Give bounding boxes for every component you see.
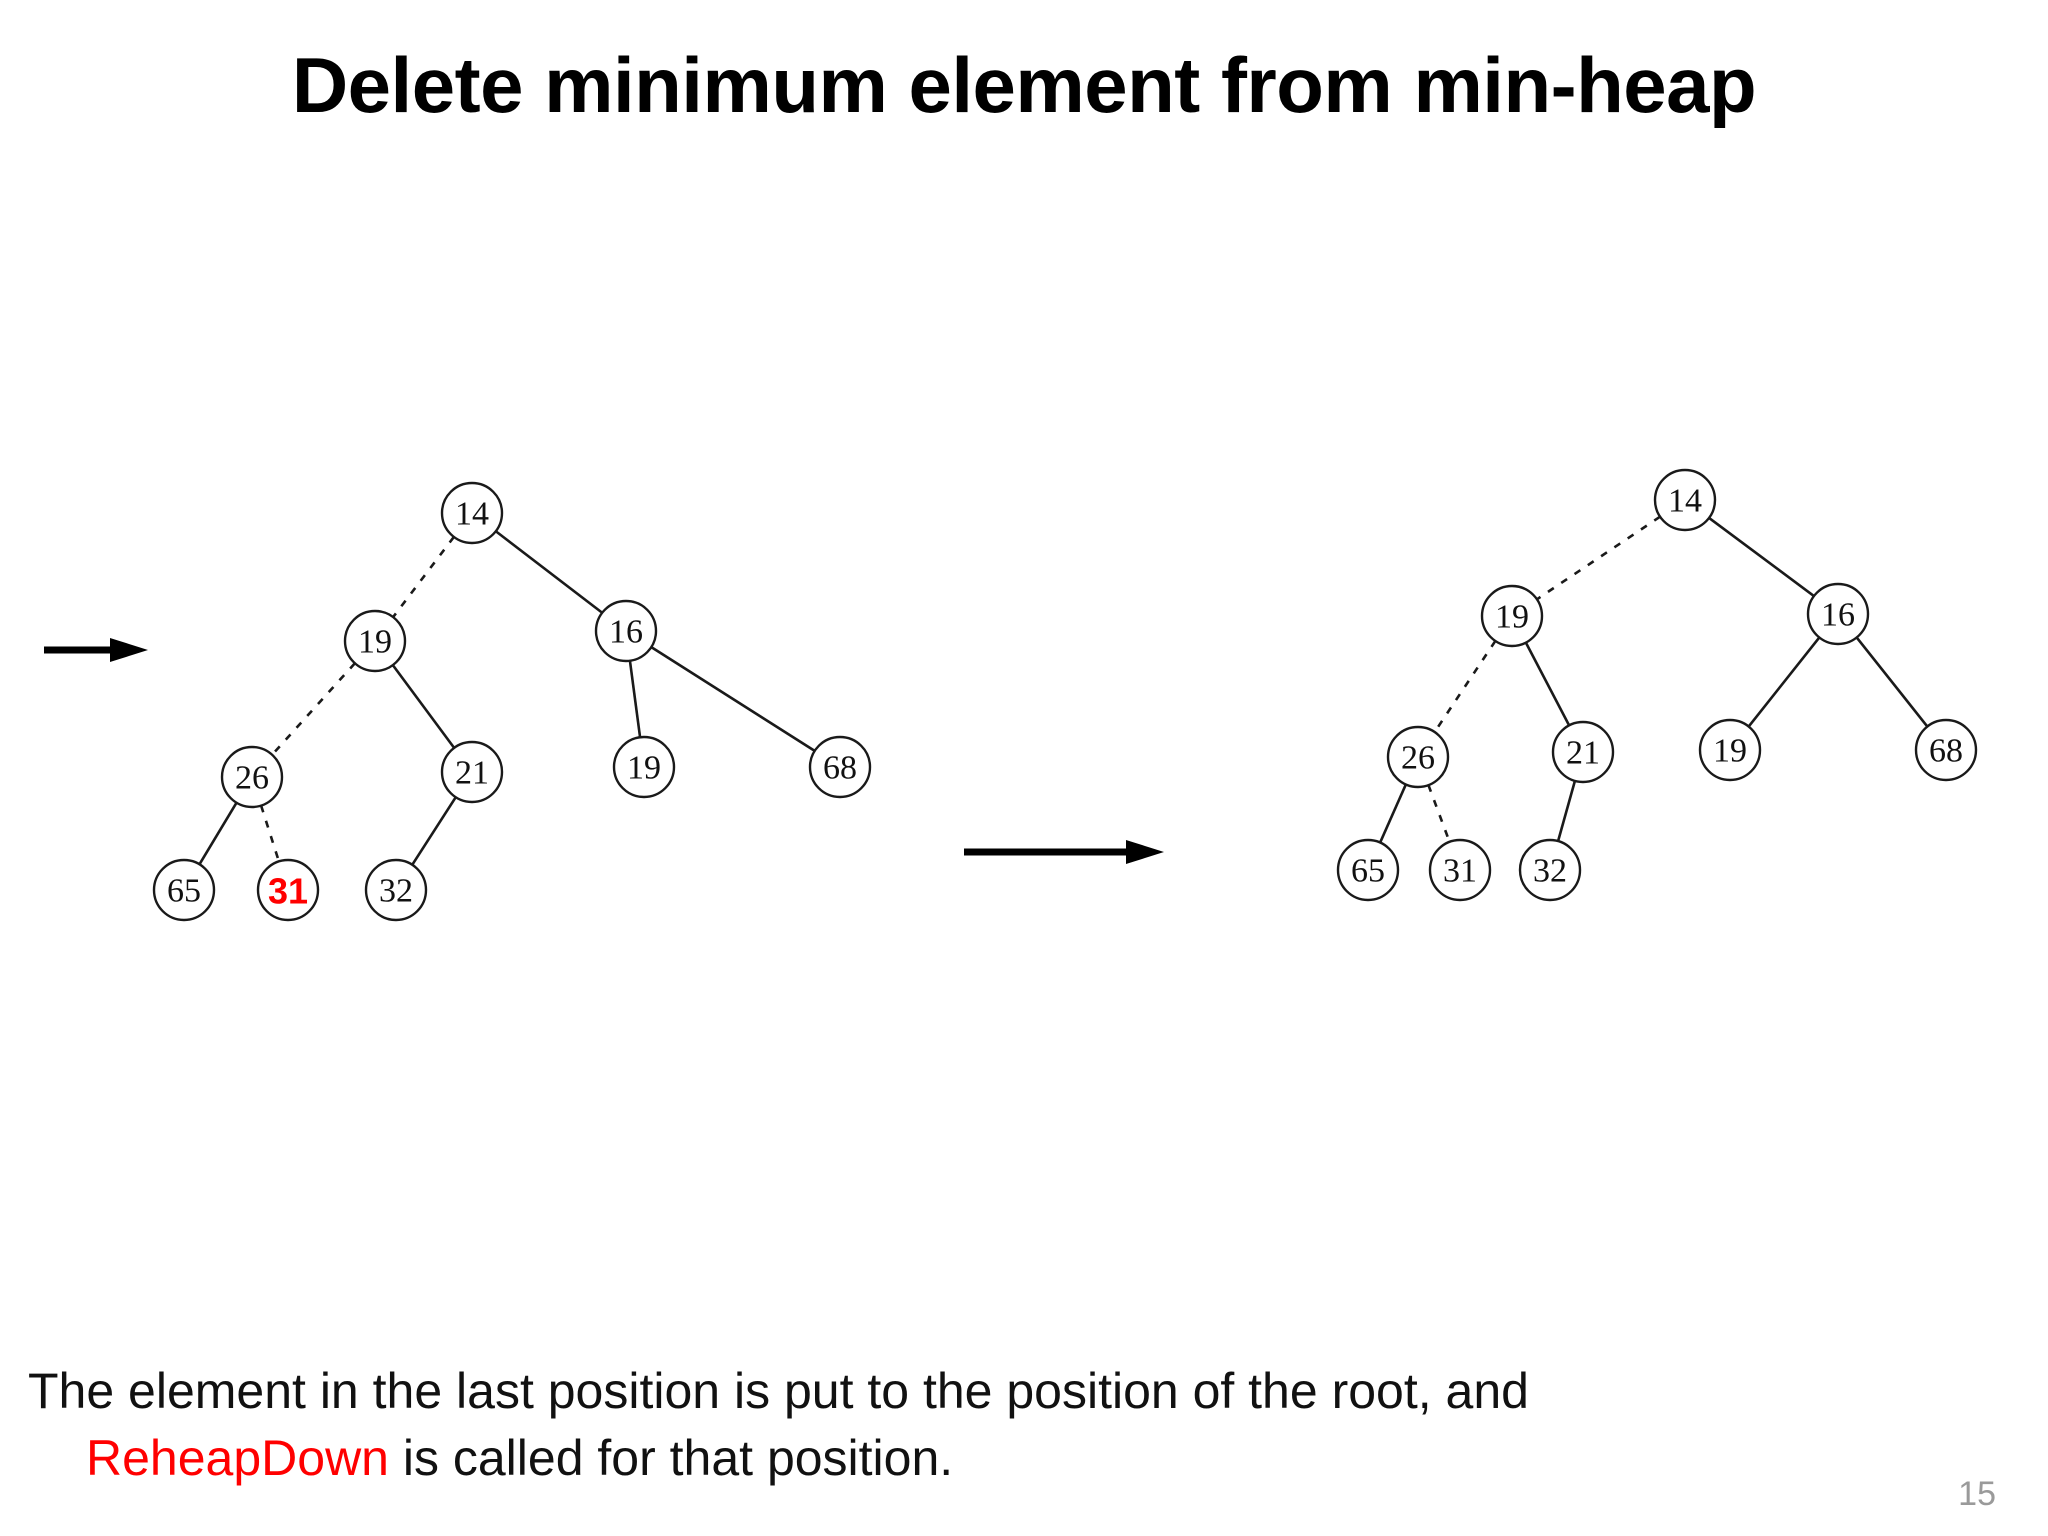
tree-edge-root-l — [392, 536, 455, 618]
node-label: 16 — [1821, 597, 1855, 634]
tree-node-14: 14 — [1653, 468, 1717, 532]
node-label: 32 — [1533, 853, 1567, 890]
tree-node-16: 16 — [594, 599, 658, 663]
caption-line-1: The element in the last position is put … — [28, 1363, 1529, 1419]
tree-edge-ll-lll — [198, 802, 238, 865]
tree-edge-ll-llr — [259, 805, 281, 862]
tree-edge-root-l — [1536, 515, 1661, 601]
tree-node-32: 32 — [1518, 838, 1582, 902]
caption-line-2-rest: is called for that position. — [388, 1430, 954, 1486]
node-label: 31 — [1443, 853, 1477, 890]
tree-edge-r-rl — [628, 660, 642, 738]
heap-after-diagram: 14 19 16 26 21 19 68 65 31 32 — [1336, 468, 1978, 902]
node-circle — [256, 858, 320, 922]
arrow-head-icon — [110, 638, 148, 662]
tree-node-21: 21 — [1551, 720, 1615, 784]
node-circle — [1551, 720, 1615, 784]
node-label: 19 — [1713, 733, 1747, 770]
node-circle — [1653, 468, 1717, 532]
node-circle — [1480, 584, 1544, 648]
node-circle — [220, 745, 284, 809]
tree-edge-lr-lrl — [411, 796, 457, 866]
tree-node-32: 32 — [364, 858, 428, 922]
tree-node-16: 16 — [1806, 582, 1870, 646]
node-label: 19 — [358, 624, 392, 661]
node-label: 68 — [823, 750, 857, 787]
tree-edge-lr-lrl — [1556, 780, 1577, 842]
node-label: 16 — [609, 614, 643, 651]
node-label: 65 — [167, 873, 201, 910]
tree-node-68: 68 — [808, 735, 872, 799]
tree-node-19: 19 — [612, 735, 676, 799]
node-label: 26 — [1401, 740, 1435, 777]
tree-edge-l-ll — [271, 662, 356, 756]
node-circle — [1806, 582, 1870, 646]
tree-edge-ll-lll — [1378, 783, 1408, 844]
node-label: 14 — [455, 496, 489, 533]
transition-arrow-2 — [964, 840, 1164, 864]
page-number: 15 — [1958, 1475, 1996, 1513]
node-label: 32 — [379, 873, 413, 910]
caption-block: The element in the last position is put … — [28, 1358, 1728, 1492]
node-circle — [1336, 838, 1400, 902]
node-circle — [1428, 838, 1492, 902]
node-circle — [1914, 718, 1978, 782]
node-circle — [1698, 718, 1762, 782]
arrow-head-icon — [1126, 840, 1164, 864]
tree-edge-r-rr — [650, 645, 816, 753]
tree-node-68: 68 — [1914, 718, 1978, 782]
tree-edge-r-rr — [1855, 636, 1929, 728]
tree-node-31: 31 — [1428, 838, 1492, 902]
node-circle — [440, 481, 504, 545]
node-circle — [364, 858, 428, 922]
node-circle — [152, 858, 216, 922]
node-label: 21 — [1566, 735, 1600, 772]
tree-edge-l-ll — [1433, 640, 1497, 733]
node-label: 26 — [235, 760, 269, 797]
node-circle — [1518, 838, 1582, 902]
tree-node-65: 65 — [152, 858, 216, 922]
node-circle — [343, 609, 407, 673]
node-circle — [594, 599, 658, 663]
page-title: Delete minimum element from min-heap — [291, 41, 1757, 129]
tree-edge-ll-llr — [1427, 784, 1451, 843]
heap-diagrams: 14 19 16 26 21 19 68 65 31 32 14 19 16 26 21 19 68 65 31 3… — [0, 380, 2048, 1200]
node-label: 31 — [268, 871, 308, 912]
tree-node-26: 26 — [220, 745, 284, 809]
node-label: 68 — [1929, 733, 1963, 770]
node-label: 14 — [1668, 483, 1702, 520]
caption-line-2: ReheapDown is called for that position. — [28, 1425, 1728, 1492]
node-circle — [1386, 725, 1450, 789]
node-circle — [612, 735, 676, 799]
tree-node-65: 65 — [1336, 838, 1400, 902]
tree-edge-root-r — [495, 530, 603, 614]
tree-node-14: 14 — [440, 481, 504, 545]
tree-node-19: 19 — [1698, 718, 1762, 782]
node-circle — [440, 740, 504, 804]
tree-node-31: 31 — [256, 858, 320, 922]
tree-node-26: 26 — [1386, 725, 1450, 789]
node-circle — [808, 735, 872, 799]
node-label: 19 — [1495, 599, 1529, 636]
transition-arrow-1 — [44, 638, 148, 662]
tree-edge-root-r — [1708, 516, 1815, 598]
tree-node-19: 19 — [343, 609, 407, 673]
tree-node-19: 19 — [1480, 584, 1544, 648]
tree-edge-l-lr — [1524, 641, 1571, 727]
tree-edge-l-lr — [391, 664, 456, 749]
tree-edge-r-rl — [1747, 636, 1821, 728]
node-label: 65 — [1351, 853, 1385, 890]
node-label: 21 — [455, 755, 489, 792]
tree-node-21: 21 — [440, 740, 504, 804]
reheapdown-keyword: ReheapDown — [86, 1430, 389, 1486]
node-label: 19 — [627, 750, 661, 787]
heap-before-diagram: 14 19 16 26 21 19 68 65 31 32 — [152, 481, 872, 922]
